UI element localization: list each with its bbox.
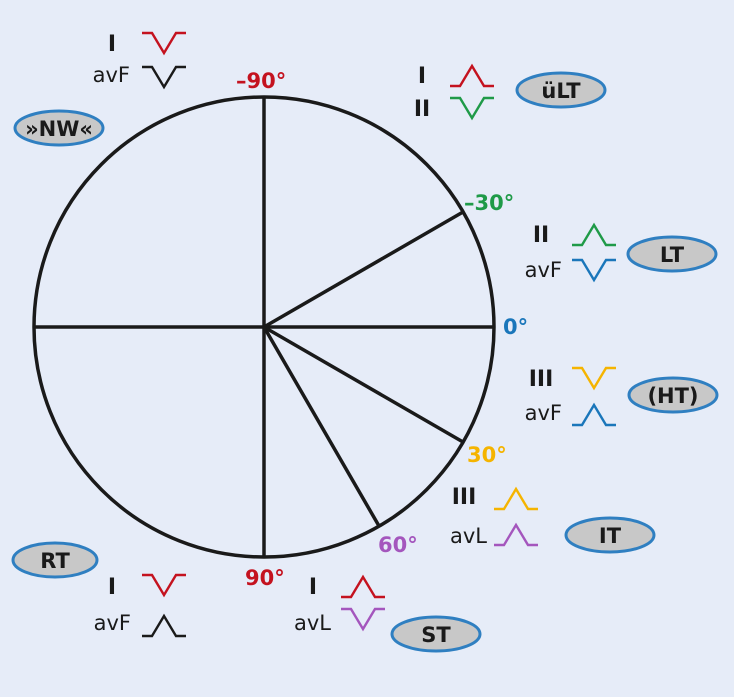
angle-label-plus60: 60° (378, 533, 418, 557)
wave-it-1 (494, 486, 538, 511)
wave-lt-1 (572, 222, 616, 247)
lead-label-st-1: I (309, 575, 317, 600)
lead-label-lt-2: avF (525, 258, 562, 282)
svg-text:ST: ST (421, 623, 451, 647)
wave-ult-2 (450, 96, 494, 121)
svg-text:RT: RT (40, 549, 70, 573)
wave-ht-1 (572, 366, 616, 391)
axis-line-minus30 (263, 210, 464, 329)
lead-label-ult-2: II (414, 97, 430, 122)
lead-label-ht-2: avF (525, 401, 562, 425)
wave-st-2 (341, 607, 385, 632)
svg-text:IT: IT (599, 524, 622, 548)
wave-lt-2 (572, 258, 616, 283)
angle-label-plus90: 90° (245, 566, 285, 590)
lead-label-rt-1: I (108, 575, 116, 600)
svg-text:»NW«: »NW« (25, 117, 93, 141)
angle-label-minus90: –90° (236, 69, 286, 93)
badge-ult: üLT (515, 71, 607, 109)
lead-label-nw-1: I (108, 32, 116, 57)
lead-label-ht-1: III (529, 367, 554, 392)
svg-text:(HT): (HT) (647, 384, 698, 408)
badge-rt: RT (11, 541, 99, 579)
lead-label-ult-1: I (418, 64, 426, 89)
wave-st-1 (341, 574, 385, 599)
wave-nw-1 (142, 31, 186, 56)
svg-text:LT: LT (660, 243, 685, 267)
lead-label-st-2: avL (294, 611, 331, 635)
wave-it-2 (494, 522, 538, 547)
wave-nw-2 (142, 65, 186, 90)
angle-label-plus30: 30° (467, 443, 507, 467)
wave-rt-1 (142, 573, 186, 598)
lead-label-it-1: III (452, 485, 477, 510)
badge-nw: »NW« (13, 109, 105, 147)
lead-label-it-2: avL (450, 524, 487, 548)
angle-label-zero: 0° (503, 315, 528, 339)
axis-line-plus60 (262, 326, 381, 527)
lead-label-rt-2: avF (94, 611, 131, 635)
badge-lt: LT (626, 235, 718, 273)
lead-label-nw-2: avF (93, 63, 130, 87)
badge-it: IT (564, 516, 656, 554)
axis-line-plus30 (263, 325, 464, 444)
wave-ht-2 (572, 402, 616, 427)
angle-label-minus30: –30° (464, 191, 514, 215)
wave-ult-1 (450, 63, 494, 88)
lead-label-lt-1: II (533, 223, 549, 248)
badge-ht: (HT) (627, 376, 719, 414)
wave-rt-2 (142, 613, 186, 638)
svg-text:üLT: üLT (541, 79, 581, 103)
badge-st: ST (390, 615, 482, 653)
